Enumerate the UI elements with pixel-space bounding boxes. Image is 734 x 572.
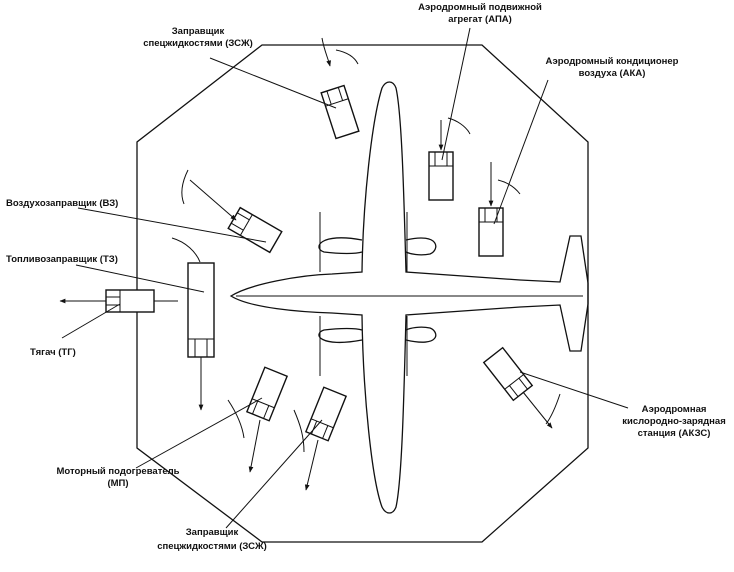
vehicle-aka xyxy=(478,207,504,257)
label-akzs-line2: кислородно-зарядная xyxy=(622,416,726,427)
label-zszh-top: Заправщик спецжидкостями (ЗСЖ) xyxy=(143,26,253,49)
label-zszh-top-line2: спецжидкостями (ЗСЖ) xyxy=(143,38,253,49)
label-tg-line1: Тягач (ТГ) xyxy=(30,347,76,358)
vehicle-zszh-bottom xyxy=(304,386,348,442)
label-mp-line2: (МП) xyxy=(107,478,128,489)
label-vz-line1: Воздухозаправщик (ВЗ) xyxy=(6,198,118,209)
label-mp-line1: Моторный подогреватель xyxy=(56,466,179,477)
label-akzs-line1: Аэродромная xyxy=(642,404,707,415)
vehicle-tz xyxy=(187,262,215,358)
vehicle-mp xyxy=(245,366,289,422)
label-tz-line1: Топливозаправщик (ТЗ) xyxy=(6,254,118,265)
vehicle-vz xyxy=(227,206,283,254)
vehicle-apa xyxy=(428,151,454,201)
aircraft-icon xyxy=(229,81,589,514)
vehicle-akzs xyxy=(482,346,534,402)
label-apa-line1: Аэродромный подвижной xyxy=(418,2,542,13)
label-mp: Моторный подогреватель (МП) xyxy=(56,466,179,489)
apron-boundary xyxy=(136,44,589,543)
label-akzs: Аэродромная кислородно-зарядная станция … xyxy=(622,404,726,439)
label-apa: Аэродромный подвижной агрегат (АПА) xyxy=(418,2,542,25)
label-tz: Топливозаправщик (ТЗ) xyxy=(6,254,118,265)
vehicle-tg xyxy=(105,289,155,313)
label-tg: Тягач (ТГ) xyxy=(30,347,76,358)
label-zszh-top-line1: Заправщик xyxy=(172,26,225,37)
label-zszh-bottom-line1: Заправщик xyxy=(186,527,239,538)
label-apa-line2: агрегат (АПА) xyxy=(448,14,512,25)
label-aka-line2: воздуха (АКА) xyxy=(579,68,646,79)
label-vz: Воздухозаправщик (ВЗ) xyxy=(6,198,118,209)
label-aka: Аэродромный кондиционер воздуха (АКА) xyxy=(546,56,679,79)
label-akzs-line3: станция (АКЗС) xyxy=(638,428,711,439)
label-zszh-bottom: Заправщик спецжидкостями (ЗСЖ) xyxy=(157,527,267,552)
label-zszh-bottom-line2: спецжидкостями (ЗСЖ) xyxy=(157,541,267,552)
label-aka-line1: Аэродромный кондиционер xyxy=(546,56,679,67)
vehicle-zszh-top xyxy=(320,84,360,140)
